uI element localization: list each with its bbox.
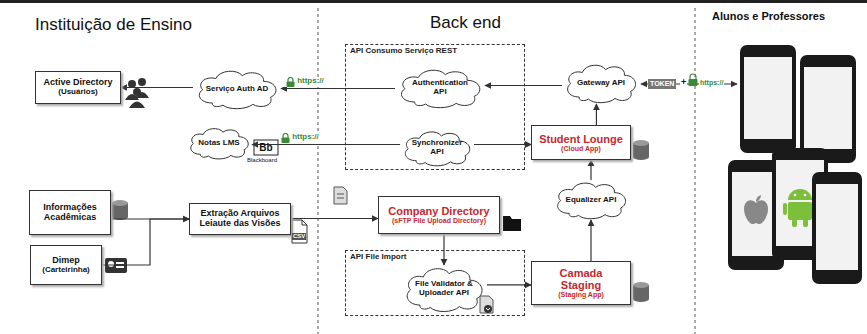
node-subtitle: (Cloud App) xyxy=(561,145,601,153)
annotation: CSV xyxy=(292,233,306,240)
node-title: Equalizer API xyxy=(566,196,617,205)
node-title: Notas LMS xyxy=(198,139,239,148)
system-box: Active Directory(Usuários) xyxy=(35,71,121,104)
connector-arrow xyxy=(485,85,562,86)
node-subtitle: (sFTP File Upload Directory) xyxy=(392,217,486,225)
node-title: Gateway API xyxy=(577,79,625,88)
annotation: Blackboard xyxy=(247,157,277,164)
node-title: Dimep xyxy=(52,256,80,266)
upload-file-icon xyxy=(480,296,493,313)
database-icon xyxy=(633,140,649,160)
api-group: API Consumo Serviço REST Authentication A… xyxy=(345,44,525,170)
api-cloud: Equalizer API xyxy=(552,180,630,220)
node-title: Authentication API xyxy=(405,79,475,97)
zone-title: Instituição de Ensino xyxy=(35,16,192,35)
connector-arrow xyxy=(590,160,591,180)
node-title: Extração Arquivos Leiaute das Visões xyxy=(196,209,284,229)
protocol-label: https:// xyxy=(292,133,319,142)
system-box: Dimep(Carteirinha) xyxy=(30,245,102,285)
system-box: Extração Arquivos Leiaute das Visões xyxy=(189,203,291,235)
node-title: Informações Acadêmicas xyxy=(36,203,104,223)
node-subtitle: (Usuários) xyxy=(58,88,98,97)
zone-separator xyxy=(695,8,696,334)
node-title: Student Lounge xyxy=(539,133,623,145)
connector-arrow xyxy=(252,144,400,145)
annotation: + xyxy=(680,78,687,88)
connector-arrow xyxy=(281,88,395,89)
connector-arrow xyxy=(291,218,378,219)
zone-title: Back end xyxy=(430,14,501,33)
edge-label: https:// xyxy=(284,77,326,87)
database-icon xyxy=(633,282,649,302)
annotation: Bb xyxy=(255,142,277,153)
api-cloud: Serviço Auth AD xyxy=(193,68,281,110)
lock-icon xyxy=(689,74,698,86)
phones xyxy=(728,45,862,284)
connector-arrow xyxy=(121,87,193,88)
lock-icon xyxy=(286,77,295,87)
connector-arrow xyxy=(596,104,597,125)
blackboard-logo xyxy=(254,140,278,155)
system-box: Informações Acadêmicas xyxy=(29,190,111,235)
node-title: API File Import xyxy=(350,253,406,262)
node-subtitle: (Carteirinha) xyxy=(42,266,90,275)
api-group: API File ImportFile Validator & Uploader… xyxy=(345,250,525,316)
node-title: Company Directory xyxy=(388,205,489,217)
node-title: Camada Staging xyxy=(538,267,624,291)
api-cloud: Synchronizer API xyxy=(400,129,474,167)
connector-arrow xyxy=(590,220,591,261)
annotation: TOKEN xyxy=(648,79,676,89)
node-title: File Validator & Uploader API xyxy=(411,280,477,298)
node-subtitle: (Staging App) xyxy=(558,291,604,299)
system-box: Camada Staging(Staging App) xyxy=(531,261,631,305)
node-title: Active Directory xyxy=(43,78,112,88)
csv-file-icon xyxy=(292,220,307,243)
zone-title: Alunos e Professores xyxy=(712,10,825,22)
node-title: Serviço Auth AD xyxy=(206,85,269,94)
edge-label: https:// xyxy=(279,133,321,143)
api-cloud: File Validator & Uploader API xyxy=(401,265,487,313)
system-box: Student Lounge(Cloud App) xyxy=(531,125,631,160)
node-title: API Consumo Serviço REST xyxy=(350,47,457,56)
top-rule xyxy=(0,0,867,3)
file-icon xyxy=(334,187,347,204)
connector-arrow xyxy=(474,144,531,145)
system-box: Company Directory(sFTP File Upload Direc… xyxy=(378,196,500,234)
api-cloud: Gateway API xyxy=(562,62,640,104)
annotation: https:// xyxy=(699,79,724,87)
api-cloud: Notas LMS xyxy=(186,126,252,160)
database-icon xyxy=(112,200,128,220)
connector-arrow xyxy=(102,219,189,265)
folder-icon xyxy=(503,216,521,231)
node-title: Synchronizer API xyxy=(410,139,464,157)
api-cloud: Authentication API xyxy=(395,67,485,109)
users-icon xyxy=(125,78,149,108)
protocol-label: https:// xyxy=(297,77,324,86)
lock-icon xyxy=(281,133,290,143)
zone-separator xyxy=(318,8,319,334)
